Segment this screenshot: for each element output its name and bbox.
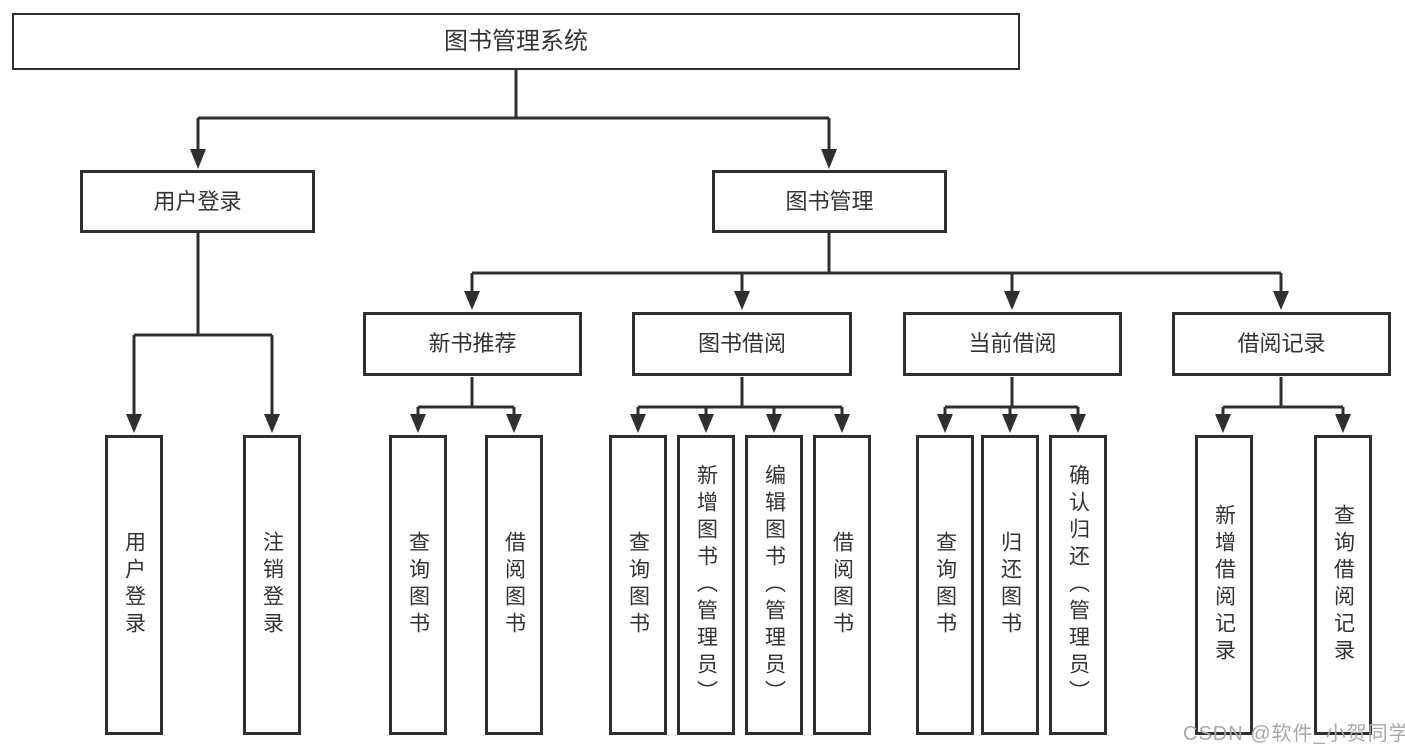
- leaf-confirm-return-admin: 确认归还（管理员）: [1049, 435, 1107, 735]
- leaf-edit-book-admin: 编辑图书（管理员）: [745, 435, 803, 735]
- arrowheads: [126, 149, 1351, 433]
- node-library-management-system: 图书管理系统: [12, 13, 1020, 70]
- leaf-query-books-borrowing: 查询图书: [609, 435, 667, 735]
- leaf-borrow-books-recommend: 借阅图书: [485, 435, 543, 735]
- node-borrowing-records: 借阅记录: [1172, 312, 1391, 376]
- watermark-text: CSDN @软件_小贺同学: [1183, 723, 1405, 745]
- node-current-borrowing: 当前借阅: [903, 312, 1122, 376]
- leaf-query-books-recommend: 查询图书: [389, 435, 447, 735]
- leaf-user-login: 用户登录: [105, 435, 163, 735]
- leaf-add-borrow-record: 新增借阅记录: [1195, 435, 1253, 735]
- node-new-book-recommendation: 新书推荐: [363, 312, 582, 376]
- leaf-query-borrow-record: 查询借阅记录: [1314, 435, 1372, 735]
- node-book-management: 图书管理: [712, 170, 947, 233]
- leaf-add-book-admin: 新增图书（管理员）: [677, 435, 735, 735]
- leaf-query-books-current: 查询图书: [916, 435, 974, 735]
- node-book-borrowing: 图书借阅: [632, 312, 852, 376]
- leaf-logout: 注销登录: [243, 435, 301, 735]
- leaf-borrow-books: 借阅图书: [813, 435, 871, 735]
- leaf-return-books: 归还图书: [981, 435, 1039, 735]
- node-user-login: 用户登录: [80, 170, 315, 233]
